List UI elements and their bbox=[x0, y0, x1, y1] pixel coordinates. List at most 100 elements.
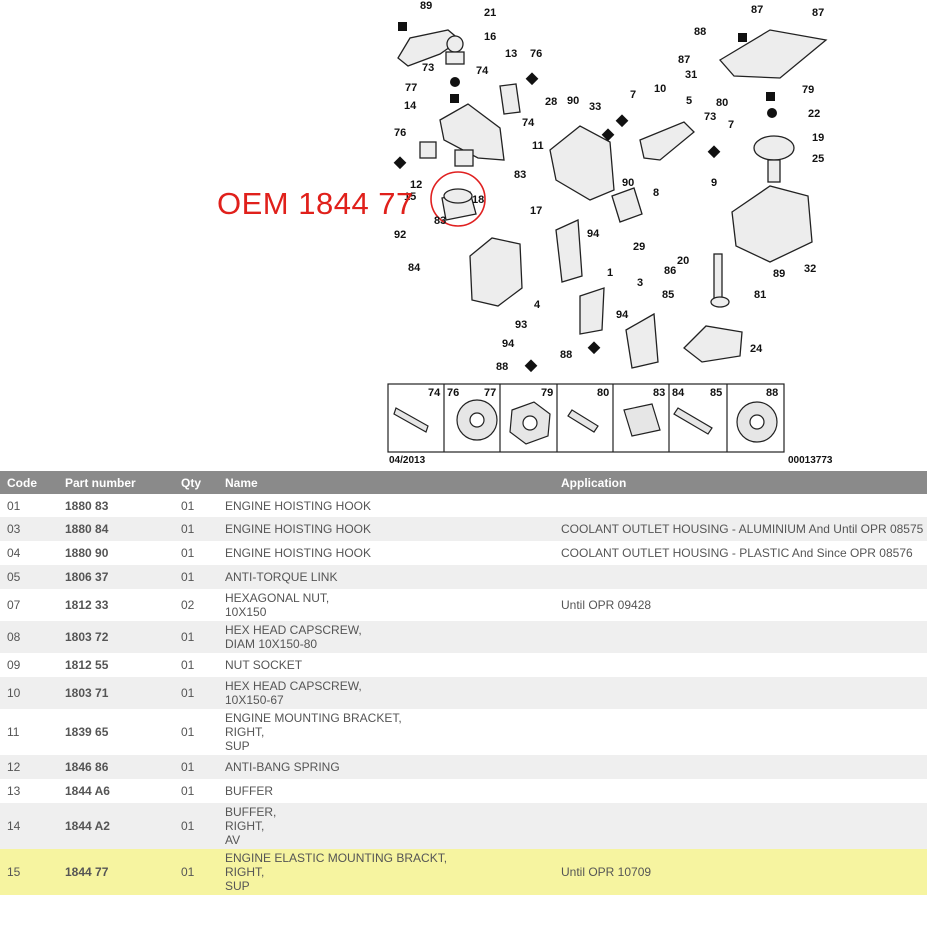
cell-code: 15 bbox=[0, 849, 58, 895]
name-line: HEX HEAD CAPSCREW, bbox=[225, 623, 362, 637]
callout: 94 bbox=[616, 309, 629, 321]
callout: 17 bbox=[530, 205, 542, 217]
name-line: ANTI-TORQUE LINK bbox=[225, 570, 338, 584]
cell-part-number: 1880 83 bbox=[58, 494, 174, 517]
cell-application: COOLANT OUTLET HOUSING - ALUMINIUM And U… bbox=[554, 517, 927, 541]
name-line: DIAM 10X150-80 bbox=[225, 637, 318, 651]
cell-part-number: 1844 77 bbox=[58, 849, 174, 895]
name-line: HEXAGONAL NUT, bbox=[225, 591, 330, 605]
parts-table: Code Part number Qty Name Application 01… bbox=[0, 471, 927, 895]
name-line: ENGINE HOISTING HOOK bbox=[225, 546, 372, 560]
name-line: ENGINE HOISTING HOOK bbox=[225, 522, 372, 536]
cell-qty: 01 bbox=[174, 849, 218, 895]
callout: 86 bbox=[664, 265, 676, 277]
cell-code: 14 bbox=[0, 803, 58, 849]
legend-number: 74 bbox=[428, 387, 441, 399]
cell-part-number: 1803 71 bbox=[58, 677, 174, 709]
cell-part-number: 1846 86 bbox=[58, 755, 174, 779]
cell-qty: 01 bbox=[174, 541, 218, 565]
cell-code: 10 bbox=[0, 677, 58, 709]
legend-number: 85 bbox=[710, 387, 722, 399]
cell-qty: 01 bbox=[174, 803, 218, 849]
legend-number: 80 bbox=[597, 387, 609, 399]
legend-number: 84 bbox=[672, 387, 685, 399]
callout: 13 bbox=[505, 48, 517, 60]
callout: 84 bbox=[408, 262, 421, 274]
callout: 20 bbox=[677, 255, 689, 267]
callout: 88 bbox=[694, 26, 706, 38]
cell-application bbox=[554, 677, 927, 709]
name-line: RIGHT, bbox=[225, 725, 265, 739]
cell-qty: 01 bbox=[174, 677, 218, 709]
cell-qty: 01 bbox=[174, 709, 218, 755]
name-line: RIGHT, bbox=[225, 865, 265, 879]
callout: 88 bbox=[496, 361, 508, 373]
column-header-name[interactable]: Name bbox=[218, 471, 554, 494]
callout: 90 bbox=[622, 177, 634, 189]
column-header-application[interactable]: Application bbox=[554, 471, 927, 494]
callout: 19 bbox=[812, 132, 824, 144]
cell-application bbox=[554, 565, 927, 589]
cell-part-number: 1812 33 bbox=[58, 589, 174, 621]
cell-part-number: 1844 A6 bbox=[58, 779, 174, 803]
drawing-ref: 00013773 bbox=[788, 455, 833, 466]
callout: 3 bbox=[637, 277, 643, 289]
callout: 88 bbox=[560, 349, 572, 361]
callout: 25 bbox=[812, 153, 824, 165]
cell-code: 13 bbox=[0, 779, 58, 803]
callout: 85 bbox=[662, 289, 674, 301]
legend-number: 77 bbox=[484, 387, 496, 399]
callout: 81 bbox=[754, 289, 766, 301]
name-line: ANTI-BANG SPRING bbox=[225, 760, 340, 774]
callout: 89 bbox=[420, 0, 432, 12]
cell-application bbox=[554, 709, 927, 755]
cell-code: 07 bbox=[0, 589, 58, 621]
column-header-code[interactable]: Code bbox=[0, 471, 58, 494]
name-line: AV bbox=[225, 833, 241, 847]
column-header-part-number[interactable]: Part number bbox=[58, 471, 174, 494]
cell-application: Until OPR 09428 bbox=[554, 589, 927, 621]
cell-part-number: 1839 65 bbox=[58, 709, 174, 755]
callout: 15 bbox=[404, 191, 416, 203]
cell-code: 04 bbox=[0, 541, 58, 565]
column-header-qty[interactable]: Qty bbox=[174, 471, 218, 494]
cell-part-number: 1844 A2 bbox=[58, 803, 174, 849]
cell-name: ANTI-BANG SPRING bbox=[218, 755, 554, 779]
legend-number: 79 bbox=[541, 387, 553, 399]
cell-qty: 01 bbox=[174, 653, 218, 677]
cell-part-number: 1806 37 bbox=[58, 565, 174, 589]
cell-application bbox=[554, 803, 927, 849]
cell-code: 11 bbox=[0, 709, 58, 755]
callout: 10 bbox=[654, 83, 666, 95]
callout: 28 bbox=[545, 96, 557, 108]
cell-application bbox=[554, 494, 927, 517]
name-line: ENGINE ELASTIC MOUNTING BRACKT, bbox=[225, 851, 448, 865]
date-code: 04/2013 bbox=[389, 455, 426, 466]
cell-part-number: 1812 55 bbox=[58, 653, 174, 677]
name-line: SUP bbox=[225, 879, 250, 893]
cell-name: ENGINE HOISTING HOOK bbox=[218, 517, 554, 541]
legend-number: 76 bbox=[447, 387, 459, 399]
legend-number: 88 bbox=[766, 387, 778, 399]
cell-part-number: 1803 72 bbox=[58, 621, 174, 653]
name-line: 10X150-67 bbox=[225, 693, 284, 707]
cell-qty: 01 bbox=[174, 494, 218, 517]
callout: 92 bbox=[394, 229, 406, 241]
callout: 77 bbox=[405, 82, 417, 94]
cell-code: 08 bbox=[0, 621, 58, 653]
cell-code: 09 bbox=[0, 653, 58, 677]
cell-qty: 01 bbox=[174, 565, 218, 589]
